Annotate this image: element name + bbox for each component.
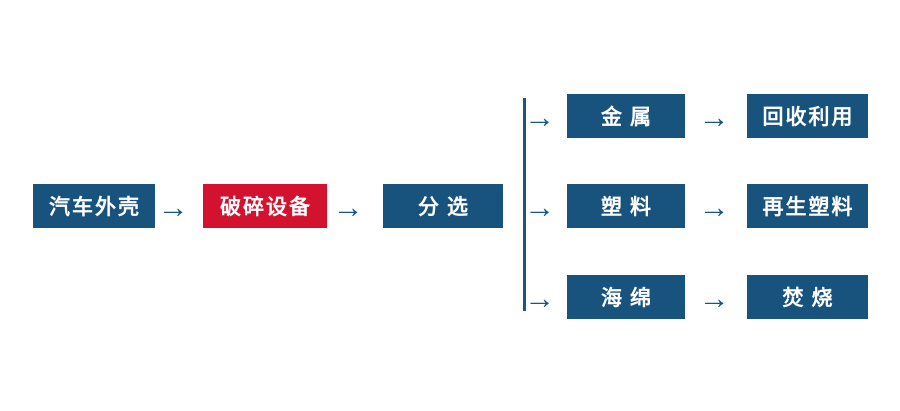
- arrow-right-icon: →: [698, 280, 730, 316]
- arrow-right-icon: →: [332, 189, 364, 225]
- arrow-right-icon: →: [157, 189, 189, 225]
- node-recycled-plastic: 再生塑料: [747, 184, 868, 228]
- node-incineration: 焚烧: [747, 275, 868, 319]
- node-recycle-reuse: 回收利用: [747, 94, 868, 138]
- node-sorting: 分选: [383, 184, 503, 228]
- node-sponge: 海绵: [567, 275, 685, 319]
- node-metal: 金属: [567, 94, 685, 138]
- node-crushing-equipment: 破碎设备: [203, 184, 327, 228]
- arrow-right-icon: →: [698, 99, 730, 135]
- arrow-right-icon: →: [698, 189, 730, 225]
- node-plastic: 塑料: [567, 184, 685, 228]
- branch-arrow-icon: →: [524, 99, 555, 135]
- branch-arrow-icon: →: [524, 189, 555, 225]
- branch-arrow-icon: →: [524, 280, 555, 316]
- node-car-shell: 汽车外壳: [33, 184, 155, 228]
- branch-line: [523, 98, 526, 311]
